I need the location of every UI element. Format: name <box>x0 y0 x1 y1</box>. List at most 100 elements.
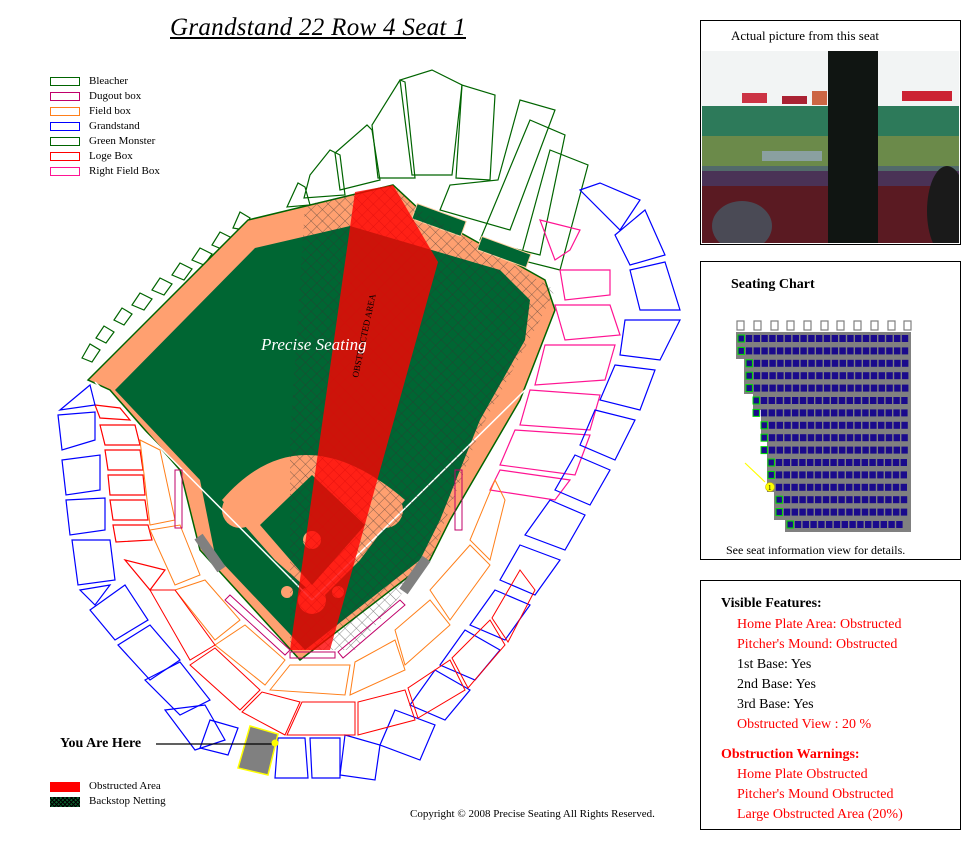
seat[interactable] <box>885 496 892 504</box>
seat[interactable] <box>854 434 861 442</box>
seat[interactable] <box>768 397 775 404</box>
seat[interactable] <box>807 483 814 491</box>
seat[interactable] <box>822 471 829 479</box>
seat[interactable] <box>900 471 907 479</box>
seat[interactable] <box>861 459 868 466</box>
seat[interactable] <box>855 372 862 380</box>
seat[interactable] <box>831 434 838 442</box>
seat[interactable] <box>831 384 839 392</box>
seat[interactable] <box>785 384 792 392</box>
seat[interactable] <box>802 521 809 528</box>
seat[interactable] <box>870 446 877 454</box>
seat[interactable] <box>831 359 839 367</box>
seat[interactable] <box>901 446 908 454</box>
seat[interactable] <box>831 446 838 454</box>
seat[interactable] <box>775 508 783 517</box>
seat[interactable] <box>815 446 822 454</box>
seat[interactable] <box>839 446 846 454</box>
seat[interactable] <box>783 483 790 491</box>
seat[interactable] <box>893 508 900 516</box>
seat[interactable] <box>792 421 799 429</box>
seat[interactable] <box>753 359 761 367</box>
seat[interactable] <box>862 409 869 417</box>
seat[interactable] <box>816 372 823 380</box>
seat[interactable] <box>745 335 753 342</box>
seat[interactable] <box>792 397 799 404</box>
seat[interactable] <box>878 446 885 454</box>
seat[interactable] <box>831 421 838 429</box>
seat[interactable] <box>893 421 900 429</box>
seat[interactable] <box>769 335 776 342</box>
seat[interactable] <box>769 347 776 355</box>
seat[interactable] <box>753 384 761 392</box>
seat[interactable] <box>815 434 822 442</box>
seat[interactable] <box>854 446 861 454</box>
seat[interactable] <box>855 347 862 355</box>
seat[interactable] <box>807 459 814 466</box>
grandstand-sections-left[interactable] <box>57 383 226 751</box>
seat[interactable] <box>854 409 861 417</box>
seat[interactable] <box>870 421 877 429</box>
seat[interactable] <box>901 347 909 355</box>
seat[interactable] <box>900 496 908 504</box>
seat[interactable] <box>761 359 768 367</box>
seat[interactable] <box>816 335 823 342</box>
seat[interactable] <box>776 446 783 454</box>
seat[interactable] <box>823 421 830 429</box>
seat[interactable] <box>849 521 856 528</box>
seat[interactable] <box>886 359 893 367</box>
seat[interactable] <box>862 421 869 429</box>
seat[interactable] <box>854 508 861 516</box>
seat[interactable] <box>786 520 794 529</box>
seat[interactable] <box>816 347 823 355</box>
seat[interactable] <box>901 335 909 342</box>
seat[interactable] <box>752 396 760 405</box>
seat[interactable] <box>878 347 885 355</box>
seat[interactable] <box>767 470 775 479</box>
seat[interactable] <box>814 471 822 479</box>
seat[interactable] <box>885 397 892 404</box>
seat[interactable] <box>807 446 815 454</box>
seat[interactable] <box>815 421 822 429</box>
seat[interactable] <box>823 335 831 342</box>
seat[interactable] <box>776 434 783 442</box>
seat-rows[interactable] <box>737 334 909 529</box>
seat[interactable] <box>784 397 791 404</box>
seat[interactable] <box>847 384 854 392</box>
seat[interactable] <box>830 508 837 516</box>
seat[interactable] <box>784 421 791 429</box>
seat[interactable] <box>808 359 815 367</box>
seat[interactable] <box>885 421 893 429</box>
seat[interactable] <box>760 446 768 455</box>
seat[interactable] <box>815 508 822 516</box>
seat[interactable] <box>810 521 817 528</box>
seat[interactable] <box>853 459 861 466</box>
seat[interactable] <box>870 372 878 380</box>
seat[interactable] <box>893 434 900 442</box>
seat[interactable] <box>902 372 909 380</box>
seat[interactable] <box>870 434 877 442</box>
seat[interactable] <box>775 471 783 479</box>
seat[interactable] <box>838 459 845 466</box>
selected-seat-marker[interactable] <box>765 482 775 492</box>
seat[interactable] <box>893 397 900 404</box>
seat[interactable] <box>902 359 909 367</box>
seat[interactable] <box>800 347 807 355</box>
seat[interactable] <box>885 446 893 454</box>
seat[interactable] <box>863 372 870 380</box>
seat[interactable] <box>892 471 900 479</box>
seat[interactable] <box>846 446 854 454</box>
seat[interactable] <box>792 409 799 417</box>
seat[interactable] <box>870 397 877 404</box>
seat[interactable] <box>861 508 869 516</box>
seat[interactable] <box>869 508 876 516</box>
seat[interactable] <box>861 483 868 491</box>
seat[interactable] <box>878 372 885 380</box>
seat[interactable] <box>822 459 829 466</box>
seat[interactable] <box>831 409 838 417</box>
seat[interactable] <box>862 434 869 442</box>
seat[interactable] <box>886 335 893 342</box>
seat[interactable] <box>901 421 908 429</box>
seat[interactable] <box>894 335 901 342</box>
seat[interactable] <box>893 496 900 504</box>
